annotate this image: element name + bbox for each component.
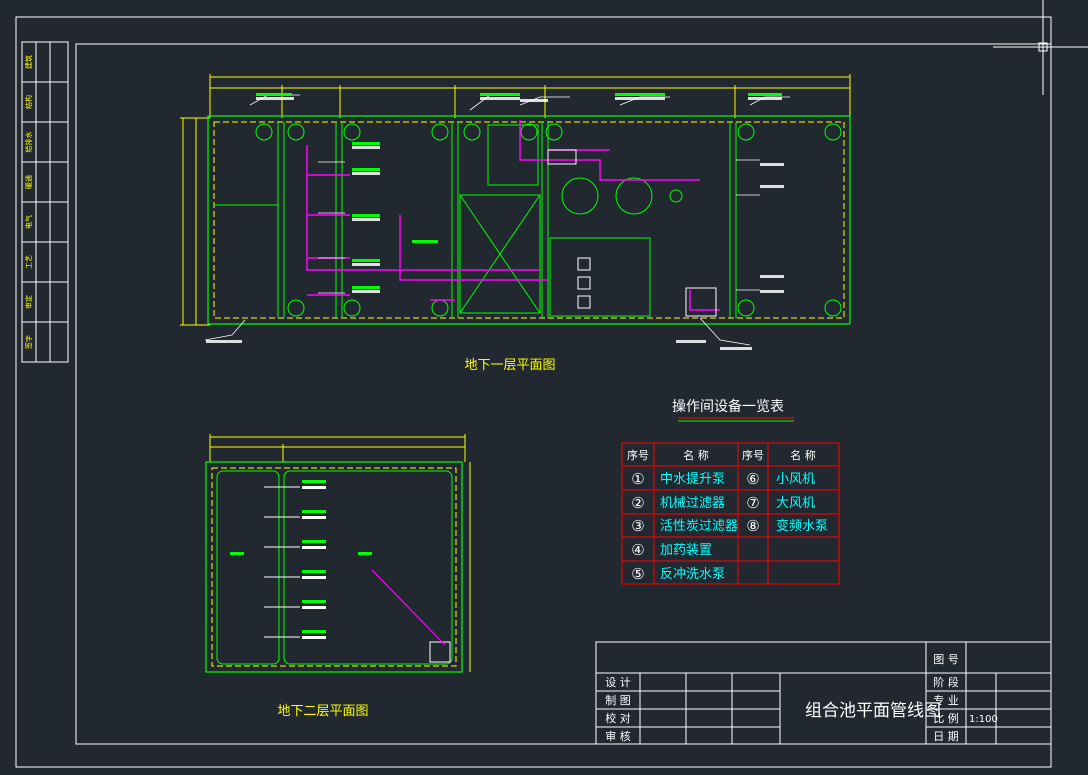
basement-1-plan xyxy=(180,74,851,350)
title-left-label: 审 核 xyxy=(605,729,631,743)
table-row-no: ② xyxy=(631,494,644,512)
table-header-no-2: 序号 xyxy=(742,448,764,462)
equipment-table-title: 操作间设备一览表 xyxy=(672,398,784,415)
table-header-name-1: 名 称 xyxy=(683,448,709,462)
title-left-label: 校 对 xyxy=(605,711,631,725)
table-row-name: 中水提升泵 xyxy=(660,471,725,487)
table-row-name: 反冲洗水泵 xyxy=(660,567,725,582)
strip-label: 审定 xyxy=(24,295,33,309)
crosshair-cursor-icon xyxy=(993,0,1088,95)
strip-label: 给排水 xyxy=(24,132,33,153)
title-left-label: 制 图 xyxy=(605,694,631,707)
title-right-label: 比 例 xyxy=(933,711,959,725)
sheet-frame xyxy=(15,16,1052,768)
table-row-no: ① xyxy=(631,470,644,488)
table-row-no: ⑦ xyxy=(746,494,759,512)
strip-label: 工艺 xyxy=(25,255,33,269)
title-left-label: 设 计 xyxy=(605,676,631,689)
scale-value: 1:100 xyxy=(969,714,998,725)
table-row-name: 小风机 xyxy=(776,472,815,487)
strip-label: 电气 xyxy=(24,215,33,229)
table-header-no-1: 序号 xyxy=(627,448,649,462)
table-row-name: 机械过滤器 xyxy=(660,496,725,511)
title-block: 设 计 制 图 校 对 审 核 组合池平面管线图 图 号 阶 段 专 业 比 例… xyxy=(595,641,1052,745)
table-row-no: ④ xyxy=(631,541,644,559)
b1-view-title: 地下一层平面图 xyxy=(464,358,555,373)
basement-2-plan xyxy=(205,434,471,673)
table-row-no: ⑥ xyxy=(746,470,759,488)
b2-view-title: 地下二层平面图 xyxy=(277,704,368,719)
table-row-no: ⑤ xyxy=(631,565,644,583)
title-right-label: 专 业 xyxy=(933,693,959,707)
table-row-name: 活性炭过滤器 xyxy=(660,519,738,534)
b1-dimension-lines xyxy=(180,74,851,326)
strip-label: 建筑 xyxy=(24,55,33,69)
drawing-title: 组合池平面管线图 xyxy=(805,701,941,721)
title-right-label: 图 号 xyxy=(933,653,959,666)
table-row-name: 大风机 xyxy=(776,496,815,511)
strip-label: 签字 xyxy=(24,335,33,349)
title-right-label: 阶 段 xyxy=(933,675,959,689)
table-row-name: 变频水泵 xyxy=(776,518,828,534)
table-row-no: ⑧ xyxy=(746,517,759,535)
equipment-table: 操作间设备一览表 序号 名 称 序号 名 称 ① 中水提升泵 ② 机械过滤器 ③… xyxy=(621,398,840,585)
table-header-name-2: 名 称 xyxy=(790,448,816,462)
table-row-name: 加药装置 xyxy=(660,543,712,558)
table-row-no: ③ xyxy=(631,517,644,535)
title-right-label: 日 期 xyxy=(933,730,959,743)
strip-label: 结构 xyxy=(24,95,33,109)
strip-label: 暖通 xyxy=(24,175,33,189)
